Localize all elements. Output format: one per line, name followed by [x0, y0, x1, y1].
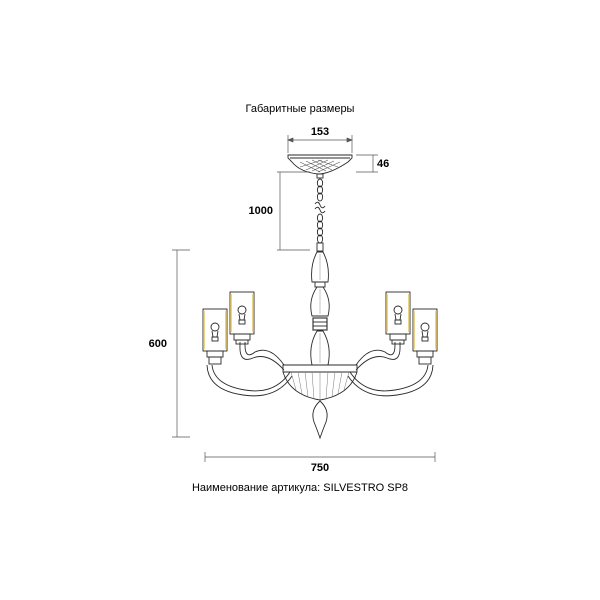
page-title: Габаритные размеры [245, 103, 355, 115]
dimension-label-body-height: 600 [149, 338, 167, 350]
central-column [310, 251, 330, 366]
lamp-shade-2 [229, 291, 255, 345]
dimension-label-overall-width: 750 [311, 462, 329, 474]
lamp-shade-1 [202, 308, 228, 365]
canopy [287, 154, 353, 179]
chain [314, 178, 326, 252]
dimension-line-canopy-width [287, 135, 353, 153]
dimension-label-canopy-height: 46 [377, 158, 389, 170]
lamp-shade-4 [412, 308, 438, 365]
bowl [282, 364, 358, 440]
lamp-shade-3 [385, 291, 411, 345]
dimension-line-overall-width [204, 452, 436, 462]
dimension-line-canopy-height [356, 154, 378, 173]
arms-inner [239, 342, 401, 371]
dimension-label-chain-length: 1000 [249, 205, 273, 217]
dimension-label-canopy-width: 153 [311, 126, 329, 138]
dimension-line-chain-length [277, 171, 310, 251]
dimension-line-body-height [172, 249, 190, 438]
arms-outer [206, 364, 434, 397]
article-name: Наименование артикула: SILVESTRO SP8 [191, 482, 409, 494]
